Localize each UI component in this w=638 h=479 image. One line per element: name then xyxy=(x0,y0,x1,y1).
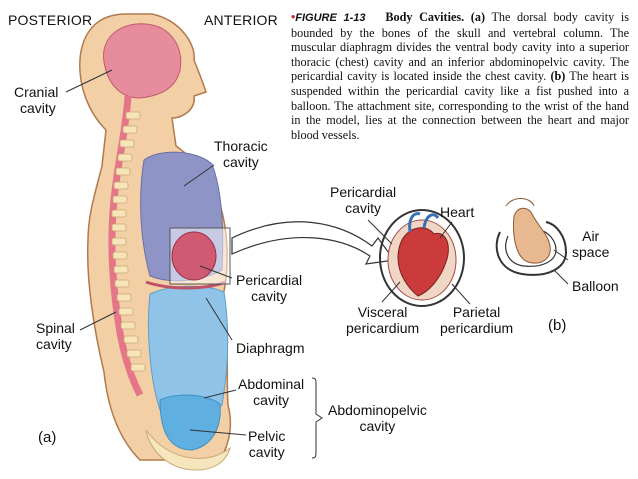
abdominopelvic-bracket xyxy=(311,377,323,459)
anterior-label: ANTERIOR xyxy=(204,12,278,28)
cranial-cavity xyxy=(103,23,182,99)
part-b-label: (b) xyxy=(548,317,567,334)
pelvic-cavity xyxy=(159,394,221,451)
heart-label: Heart xyxy=(440,204,475,220)
caption-part-b-text: The heart is suspended within the perica… xyxy=(291,69,630,142)
caption-title: Body Cavities. xyxy=(385,10,465,24)
pelvis-bone xyxy=(145,429,231,471)
vertebrae xyxy=(111,111,146,372)
balloon-label: Balloon xyxy=(572,278,619,294)
caption-bullet: • xyxy=(291,10,296,24)
heart-shape xyxy=(397,227,449,297)
leader-lines xyxy=(65,69,569,436)
posterior-label: POSTERIOR xyxy=(8,12,93,28)
heart-vessels xyxy=(408,212,440,233)
pericardial-cavity xyxy=(171,231,217,281)
caption-part-a-marker: (a) xyxy=(470,10,486,24)
caption-figure-label: FIGURE 1-13 xyxy=(295,12,366,24)
diaphragm-label: Diaphragm xyxy=(236,340,305,356)
caption-part-b-marker: (b) xyxy=(550,69,566,84)
caption-part-a-text: The dorsal body cavity is bounded by the… xyxy=(291,10,629,84)
balloon-outline xyxy=(495,221,568,276)
pericardium-outline xyxy=(379,209,465,307)
abdominal-cavity xyxy=(147,285,229,417)
balloon-inner xyxy=(505,229,557,267)
fist-icon xyxy=(513,207,551,264)
inset-arrow xyxy=(231,221,396,265)
figure-caption: •FIGURE 1-13 Body Cavities. (a) The dors… xyxy=(291,10,629,142)
wrist-icon xyxy=(505,198,535,207)
part-a-label: (a) xyxy=(38,429,57,446)
